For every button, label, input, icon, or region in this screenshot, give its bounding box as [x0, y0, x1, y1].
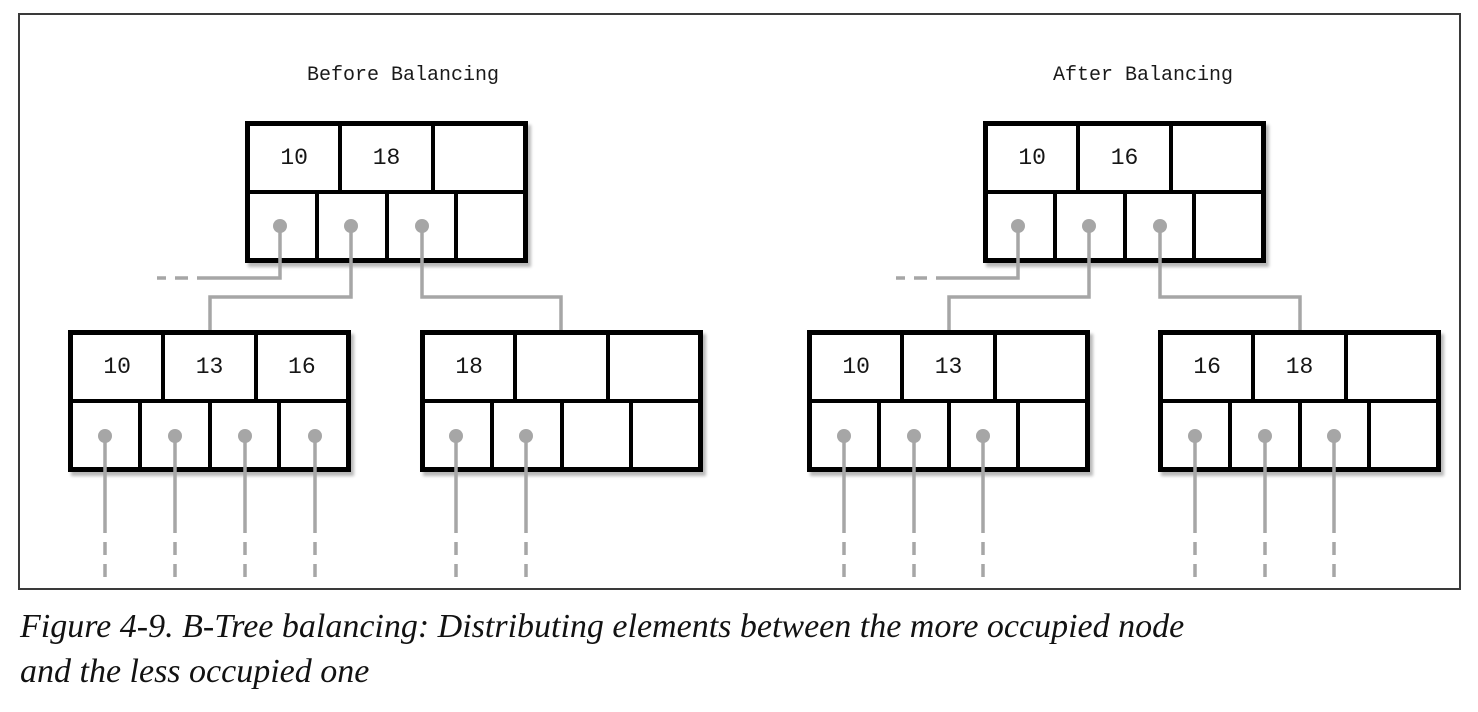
key-cell: 18	[1251, 335, 1344, 399]
key-cell: 10	[73, 335, 162, 399]
keys-row: 10 18	[250, 126, 523, 194]
pointer-cell	[877, 403, 947, 467]
btree-node-before-child-left: 10 13 16	[68, 330, 351, 472]
pointer-cell	[73, 403, 139, 467]
pointers-row	[812, 403, 1085, 467]
pointer-cell	[315, 194, 385, 258]
pointer-cell	[453, 194, 523, 258]
key-cell	[513, 335, 606, 399]
pointer-cell	[1191, 194, 1261, 258]
pointer-cell	[276, 403, 346, 467]
key-cell: 18	[425, 335, 514, 399]
pointer-cell	[559, 403, 629, 467]
key-cell	[430, 126, 523, 190]
pointers-row	[250, 194, 523, 258]
keys-row: 16 18	[1163, 335, 1436, 403]
pointer-cell	[1366, 403, 1436, 467]
pointer-cell	[384, 194, 454, 258]
pointers-row	[425, 403, 698, 467]
pointer-cell	[250, 194, 316, 258]
diagram-title-after: After Balancing	[1052, 64, 1234, 87]
pointer-cell	[138, 403, 208, 467]
keys-row: 10 16	[988, 126, 1261, 194]
key-cell: 18	[338, 126, 431, 190]
pointer-cell	[812, 403, 878, 467]
btree-node-after-root: 10 16	[983, 121, 1266, 263]
pointer-cell	[946, 403, 1016, 467]
key-cell: 10	[250, 126, 339, 190]
key-cell	[992, 335, 1085, 399]
keys-row: 10 13	[812, 335, 1085, 403]
key-cell	[1168, 126, 1261, 190]
key-cell: 16	[1163, 335, 1252, 399]
key-cell	[605, 335, 698, 399]
pointer-cell	[207, 403, 277, 467]
key-cell: 16	[253, 335, 346, 399]
pointer-cell	[1053, 194, 1123, 258]
keys-row: 10 13 16	[73, 335, 346, 403]
pointer-cell	[1228, 403, 1298, 467]
key-cell: 13	[900, 335, 993, 399]
btree-node-before-child-right: 18	[420, 330, 703, 472]
pointers-row	[988, 194, 1261, 258]
keys-row: 18	[425, 335, 698, 403]
pointer-cell	[1297, 403, 1367, 467]
figure-caption: Figure 4-9. B-Tree balancing: Distributi…	[20, 604, 1184, 694]
pointer-cell	[1163, 403, 1229, 467]
key-cell: 10	[812, 335, 901, 399]
pointer-cell	[490, 403, 560, 467]
pointer-cell	[1122, 194, 1192, 258]
pointer-cell	[1015, 403, 1085, 467]
diagram-title-before: Before Balancing	[306, 64, 500, 87]
key-cell: 13	[161, 335, 254, 399]
pointer-cell	[988, 194, 1054, 258]
pointer-cell	[628, 403, 698, 467]
key-cell: 16	[1076, 126, 1169, 190]
key-cell	[1343, 335, 1436, 399]
figure-caption-line1: Figure 4-9. B-Tree balancing: Distributi…	[20, 608, 1185, 645]
figure-frame: Before Balancing After Balancing 10 18 1…	[18, 13, 1461, 590]
pointers-row	[1163, 403, 1436, 467]
btree-node-after-child-right: 16 18	[1158, 330, 1441, 472]
pointer-cell	[425, 403, 491, 467]
btree-node-after-child-left: 10 13	[807, 330, 1090, 472]
pointers-row	[73, 403, 346, 467]
key-cell: 10	[988, 126, 1077, 190]
figure-caption-line2: and the less occupied one	[20, 653, 370, 690]
btree-node-before-root: 10 18	[245, 121, 528, 263]
